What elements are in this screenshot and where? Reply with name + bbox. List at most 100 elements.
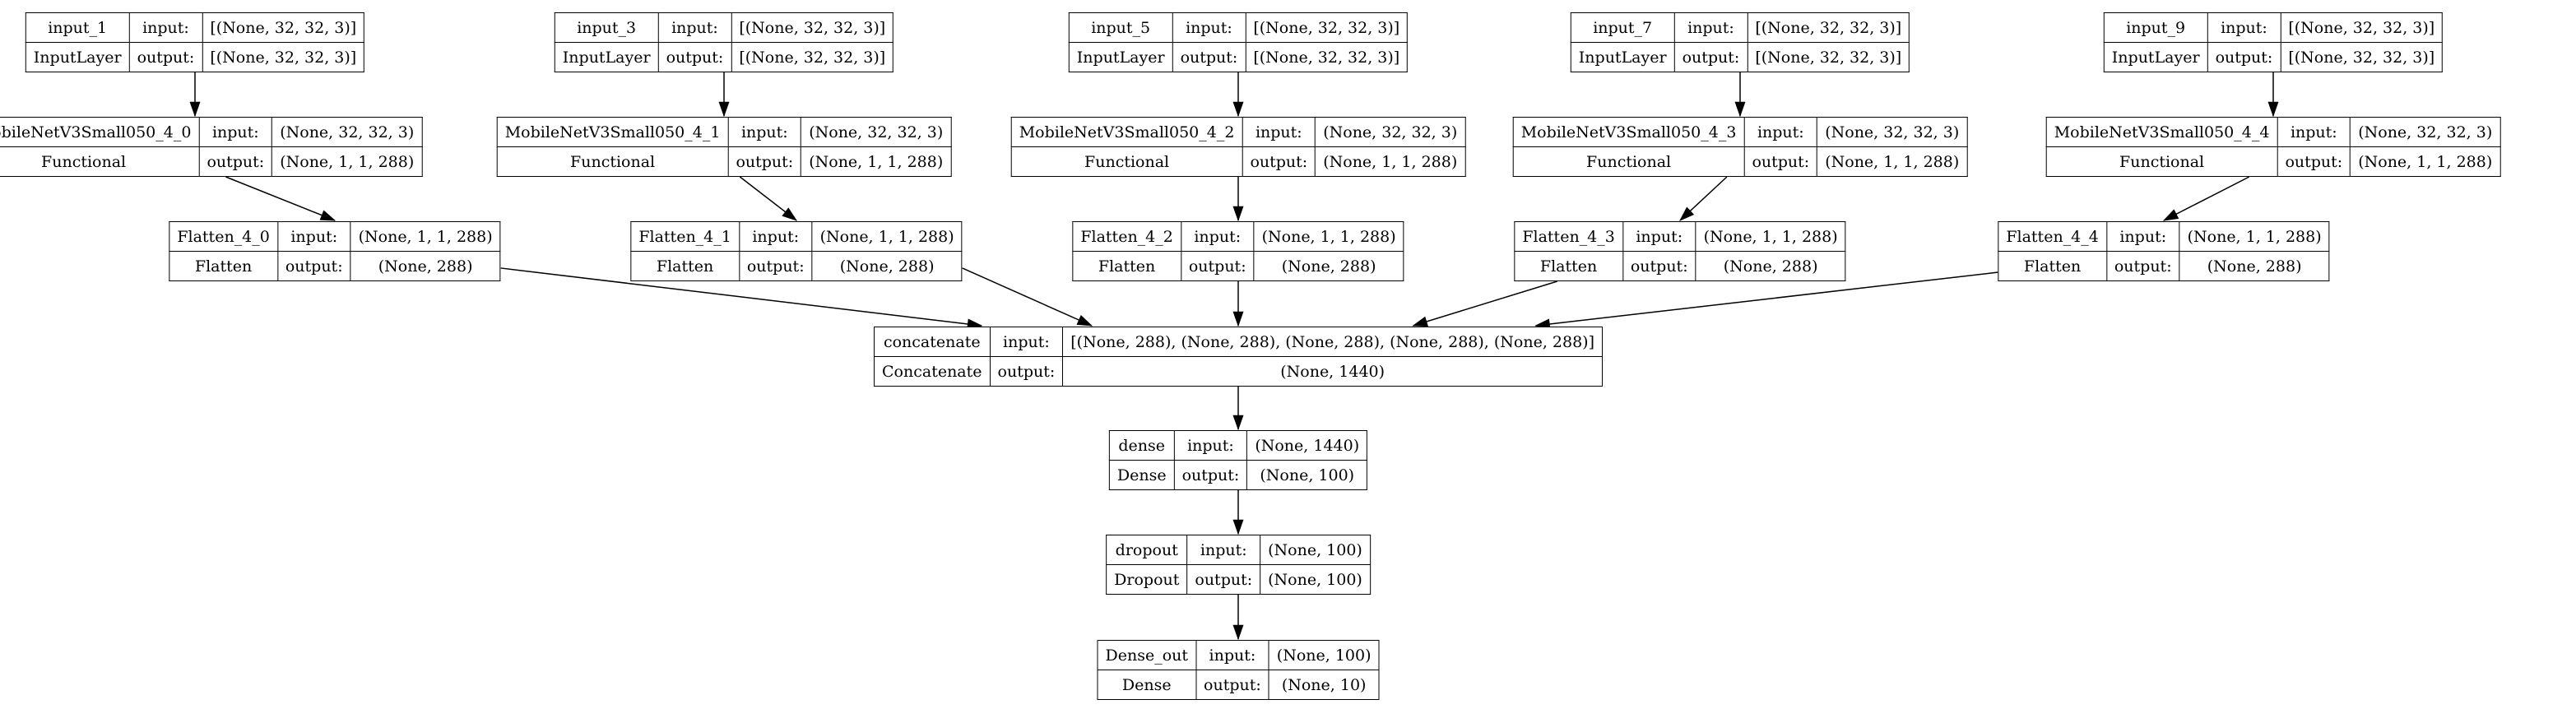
layer-class: InputLayer xyxy=(1570,42,1675,72)
layer-name: MobileNetV3Small050_4_2 xyxy=(1010,117,1243,147)
input-shape: (None, 1, 1, 288) xyxy=(1695,221,1846,252)
output-label: output: xyxy=(1180,251,1255,281)
layer-class: Concatenate xyxy=(874,356,991,387)
layer-name: concatenate xyxy=(874,327,991,357)
input-shape: [(None, 32, 32, 3)] xyxy=(2280,12,2444,43)
output-label: output: xyxy=(2207,42,2281,72)
layer-name: input_1 xyxy=(25,12,130,43)
layer-name: dense xyxy=(1108,430,1175,461)
input-label: input: xyxy=(1743,117,1818,147)
layer-class: InputLayer xyxy=(554,42,659,72)
input-shape: [(None, 32, 32, 3)] xyxy=(1747,12,1910,43)
output-label: output: xyxy=(727,146,802,177)
output-shape: (None, 1, 1, 288) xyxy=(1817,146,1968,177)
input-shape: [(None, 32, 32, 3)] xyxy=(202,12,365,43)
output-shape: (None, 1, 1, 288) xyxy=(1315,146,1466,177)
output-label: output: xyxy=(1195,670,1269,700)
input-shape: [(None, 32, 32, 3)] xyxy=(1245,12,1409,43)
input-shape: (None, 1, 1, 288) xyxy=(1253,221,1404,252)
layer-name: input_5 xyxy=(1068,12,1173,43)
layer-class: Functional xyxy=(2045,146,2278,177)
layer-name: MobileNetV3Small050_4_4 xyxy=(2045,117,2278,147)
output-label: output: xyxy=(276,251,351,281)
layer-name: dropout xyxy=(1106,535,1188,565)
input-shape: (None, 1, 1, 288) xyxy=(2179,221,2330,252)
input-shape: (None, 1, 1, 288) xyxy=(350,221,501,252)
input-label: input: xyxy=(2207,12,2281,43)
layer-name: MobileNetV3Small050_4_0 xyxy=(0,117,200,147)
layer-name: input_3 xyxy=(554,12,659,43)
output-label: output: xyxy=(657,42,732,72)
edge-mn_3-to-fl_3 xyxy=(1679,176,1728,221)
output-label: output: xyxy=(128,42,203,72)
output-shape: (None, 100) xyxy=(1246,460,1368,490)
input-label: input: xyxy=(1195,640,1269,670)
edge-mn_0-to-fl_0 xyxy=(225,176,337,221)
output-label: output: xyxy=(1743,146,1818,177)
output-label: output: xyxy=(2105,251,2180,281)
layer-name: input_7 xyxy=(1570,12,1675,43)
layer-class: Functional xyxy=(1512,146,1745,177)
layer-class: Dense xyxy=(1108,460,1175,490)
layer-name: Flatten_4_2 xyxy=(1072,221,1181,252)
output-label: output: xyxy=(2277,146,2351,177)
layer-name: Flatten_4_0 xyxy=(169,221,278,252)
output-shape: (None, 288) xyxy=(1253,251,1404,281)
edge-mn_1-to-fl_1 xyxy=(739,176,798,221)
output-shape: (None, 1, 1, 288) xyxy=(2350,146,2501,177)
output-shape: (None, 1440) xyxy=(1062,356,1603,387)
output-shape: (None, 1, 1, 288) xyxy=(272,146,423,177)
input-shape: (None, 32, 32, 3) xyxy=(2350,117,2501,147)
input-shape: (None, 100) xyxy=(1260,535,1371,565)
edge-fl_3-to-concat xyxy=(1412,280,1557,327)
output-shape: (None, 288) xyxy=(1695,251,1846,281)
layer-class: Flatten xyxy=(1998,251,2107,281)
input-label: input: xyxy=(657,12,732,43)
output-label: output: xyxy=(1172,42,1246,72)
input-label: input: xyxy=(727,117,802,147)
input-label: input: xyxy=(1673,12,1748,43)
layer-class: Functional xyxy=(496,146,729,177)
input-label: input: xyxy=(2105,221,2180,252)
input-label: input: xyxy=(2277,117,2351,147)
input-shape: (None, 32, 32, 3) xyxy=(801,117,952,147)
input-label: input: xyxy=(128,12,203,43)
input-label: input: xyxy=(989,327,1064,357)
input-label: input: xyxy=(1622,221,1696,252)
layer-name: Dense_out xyxy=(1097,640,1197,670)
output-label: output: xyxy=(1173,460,1248,490)
layer-class: InputLayer xyxy=(1068,42,1173,72)
layer-class: Flatten xyxy=(1072,251,1181,281)
input-shape: [(None, 32, 32, 3)] xyxy=(731,12,894,43)
output-shape: (None, 10) xyxy=(1268,670,1380,700)
layer-class: Flatten xyxy=(1514,251,1623,281)
output-shape: (None, 288) xyxy=(2179,251,2330,281)
layer-name: MobileNetV3Small050_4_3 xyxy=(1512,117,1745,147)
